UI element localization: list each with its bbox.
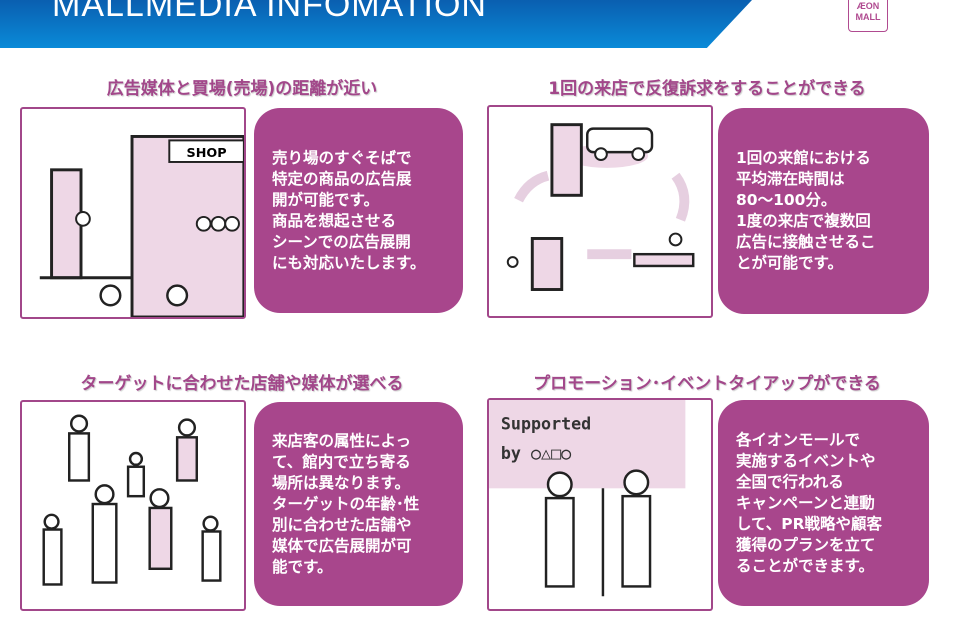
shop-illustration: SHOP [20, 107, 246, 319]
panel-1-text-box: 売り場のすぐそばで 特定の商品の広告展 開が可能です。 商品を想起させる シーン… [254, 108, 463, 313]
panel-2-text-box: 1回の来館における 平均滞在時間は 80～100分。 1度の来店で複数回 広告に… [718, 108, 929, 314]
repeat-visit-illustration [487, 105, 713, 318]
panel-4-text: 各イオンモールで 実施するイベントや 全国で行われる キャンペーンと連動 して、… [736, 430, 883, 575]
panel-4-heading: プロモーション･イベントタイアップができる [533, 374, 881, 394]
target-customers-illustration [20, 400, 246, 611]
supported-by-sign: Supported [501, 414, 591, 433]
event-tieup-illustration: Supported by ○△□○ [487, 398, 713, 611]
panel-2-heading: 1回の来店で反復訴求をすることができる [548, 79, 866, 99]
panel-1-heading: 広告媒体と買場(売場)の距離が近い [106, 79, 378, 99]
svg-text:by ○△□○: by ○△□○ [501, 444, 571, 463]
panel-3-text-box: 来店客の属性によっ て、館内で立ち寄る 場所は異なります。 ターゲットの年齢･性… [254, 402, 463, 606]
panel-4-text-box: 各イオンモールで 実施するイベントや 全国で行われる キャンペーンと連動 して、… [718, 400, 929, 606]
panel-3-text: 来店客の属性によっ て、館内で立ち寄る 場所は異なります。 ターゲットの年齢･性… [272, 431, 420, 576]
page-title: MALLMEDIA INFOMATION [52, 0, 487, 24]
panel-3-heading: ターゲットに合わせた店舗や媒体が選べる [80, 374, 404, 394]
shop-sign: SHOP [187, 146, 227, 161]
panel-1-text: 売り場のすぐそばで 特定の商品の広告展 開が可能です。 商品を想起させる シーン… [272, 148, 426, 272]
header-banner: MALLMEDIA INFOMATION [0, 0, 752, 48]
panel-2-text: 1回の来館における 平均滞在時間は 80～100分。 1度の来店で複数回 広告に… [736, 149, 876, 272]
